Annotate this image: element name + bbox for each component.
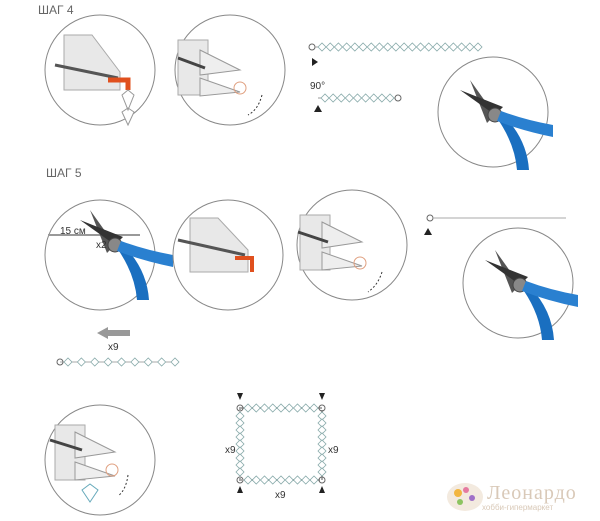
bead (76, 357, 86, 367)
bead (170, 357, 180, 367)
bead (284, 475, 294, 485)
bead (243, 475, 253, 485)
bead (301, 403, 311, 413)
bead (342, 42, 352, 52)
square-bottom-label: x9 (275, 490, 286, 501)
square-right-label: x9 (328, 445, 339, 456)
bead (293, 403, 302, 413)
bead (399, 42, 409, 52)
direction-arrow-icon (97, 327, 130, 339)
angle-label: 90° (310, 81, 326, 92)
bead (375, 42, 384, 52)
bead (309, 475, 319, 485)
bead (251, 475, 261, 485)
bead (260, 403, 269, 413)
bead (317, 42, 327, 52)
step5-closeup-loop (296, 189, 408, 301)
bead (407, 42, 417, 52)
bead (334, 42, 343, 52)
bead (293, 475, 302, 485)
bead (103, 357, 113, 367)
step5-wire (424, 214, 566, 235)
step4-title: ШАГ 4 (38, 3, 74, 17)
step5-cutters-closeup (462, 227, 579, 341)
bead (385, 93, 395, 103)
length-label: 15 см (60, 226, 86, 237)
bead (366, 42, 376, 52)
bead (309, 403, 319, 413)
bead (301, 475, 311, 485)
bead (350, 42, 360, 52)
bead (344, 93, 354, 103)
step4-cutters-closeup (437, 56, 554, 171)
logo-name: Леонардо (487, 482, 577, 504)
bead (465, 42, 475, 52)
bead (432, 42, 442, 52)
bead (260, 475, 269, 485)
bead (284, 403, 294, 413)
bead (328, 93, 338, 103)
logo-hand-icon (447, 483, 483, 511)
bead (325, 42, 335, 52)
bead (424, 42, 434, 52)
bead (369, 93, 379, 103)
step5-title: ШАГ 5 (46, 166, 82, 180)
count-label: x2 (96, 240, 107, 251)
bead (320, 93, 330, 103)
bead (251, 403, 261, 413)
bead (268, 475, 278, 485)
bead (276, 403, 286, 413)
bead (448, 42, 458, 52)
bead (117, 357, 126, 367)
bead (143, 357, 153, 367)
bead (416, 42, 425, 52)
bead (90, 357, 100, 367)
bead (276, 475, 286, 485)
bead (361, 93, 371, 103)
step4-closeup-bend (44, 14, 156, 127)
bead (157, 357, 167, 367)
square-left-label: x9 (225, 445, 236, 456)
bead (317, 467, 327, 477)
bead (268, 403, 278, 413)
bead (336, 93, 346, 103)
logo-tagline: хобби-гипермаркет (482, 503, 554, 512)
step5-cut-wire (44, 199, 174, 311)
step4-closeup-loop (174, 14, 286, 126)
bead (383, 42, 393, 52)
bead (473, 42, 483, 52)
step5-closeup-bend (172, 199, 284, 311)
bead (63, 357, 73, 367)
bead (377, 93, 387, 103)
bead (130, 357, 140, 367)
step5-closeup-close-loop (44, 404, 156, 516)
bead (391, 42, 401, 52)
bead (358, 42, 368, 52)
bead (243, 403, 253, 413)
bead-count-label: x9 (108, 342, 119, 353)
bead (235, 467, 245, 477)
bead (353, 93, 362, 103)
arrow-marker-icon (312, 58, 318, 66)
bead (440, 42, 450, 52)
bead (457, 42, 466, 52)
